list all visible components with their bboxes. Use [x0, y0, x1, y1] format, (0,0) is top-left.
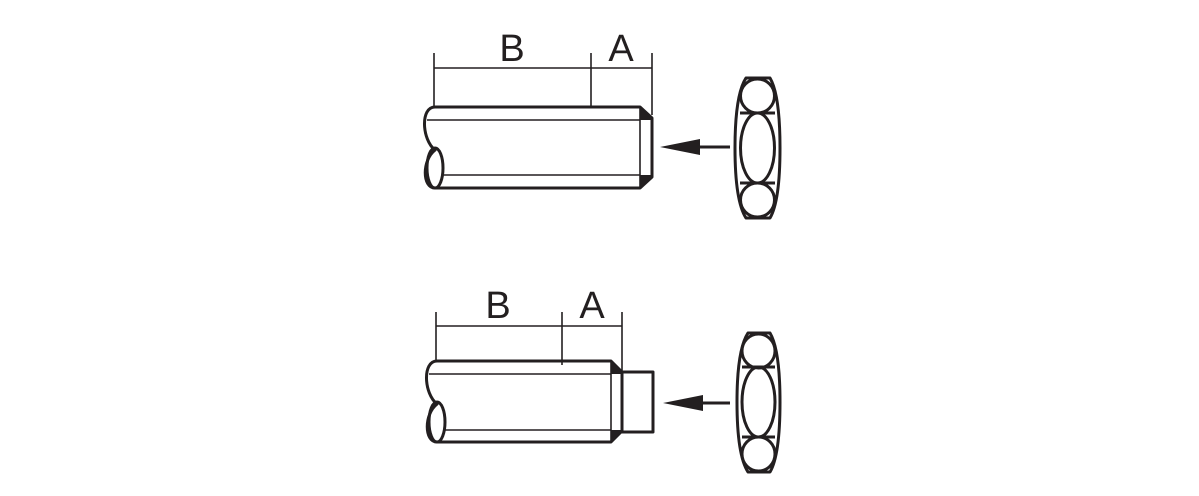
arrow-icon: [663, 395, 730, 411]
dimension-label-a: A: [608, 28, 634, 70]
figure-top: B A: [423, 28, 782, 220]
hex-nut: [735, 331, 782, 474]
hex-nut: [733, 76, 782, 220]
dimension-label-b: B: [499, 28, 524, 70]
figure-bottom: B A: [425, 285, 782, 474]
threaded-rod: [425, 359, 655, 444]
dimension-label-b: B: [485, 285, 510, 327]
dimension-lines: [433, 53, 653, 115]
protruding-end: [620, 370, 655, 434]
threaded-rod: [423, 105, 654, 190]
dimension-label-a: A: [579, 285, 605, 327]
dimension-lines: [435, 312, 623, 372]
arrow-icon: [660, 139, 730, 155]
